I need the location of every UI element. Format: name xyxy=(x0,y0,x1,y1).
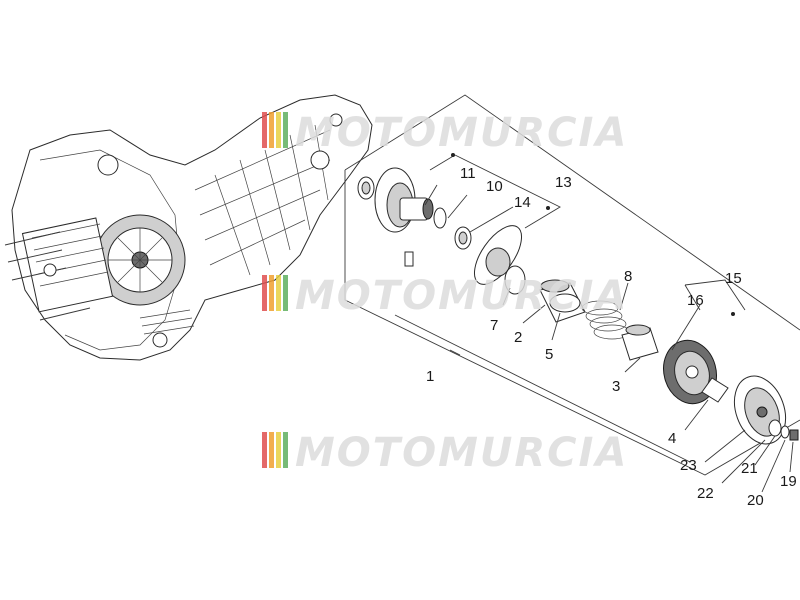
callout-labels: 1 2 3 4 5 7 8 10 11 13 14 15 16 19 20 21… xyxy=(426,165,797,509)
variator-parts xyxy=(357,167,799,445)
callout-3: 3 xyxy=(612,378,620,395)
crankcase xyxy=(4,94,373,361)
assembly-brackets xyxy=(344,94,800,476)
watermark-top: MOTOMURCIA xyxy=(262,110,628,156)
callout-5: 5 xyxy=(545,346,553,363)
callout-21: 21 xyxy=(741,460,758,477)
callout-20: 20 xyxy=(747,492,764,509)
callout-15: 15 xyxy=(725,270,742,287)
callout-7: 7 xyxy=(490,317,498,334)
callout-4: 4 xyxy=(668,430,676,447)
callout-1: 1 xyxy=(426,368,434,385)
callout-13: 13 xyxy=(555,174,572,191)
watermark-text: MOTOMURCIA xyxy=(295,273,628,319)
callout-11: 11 xyxy=(460,165,476,182)
leader-lines xyxy=(424,184,794,493)
watermark-text: MOTOMURCIA xyxy=(295,430,628,476)
callout-22: 22 xyxy=(697,485,714,502)
callout-19: 19 xyxy=(780,473,797,490)
callout-14: 14 xyxy=(514,194,531,211)
spring-8 xyxy=(581,300,631,340)
watermark-bottom: MOTOMURCIA xyxy=(262,430,628,476)
callout-23: 23 xyxy=(680,457,697,474)
watermark-text: MOTOMURCIA xyxy=(295,110,628,156)
callout-10: 10 xyxy=(486,178,503,195)
watermark-middle: MOTOMURCIA xyxy=(262,273,628,319)
callout-2: 2 xyxy=(514,329,522,346)
callout-8: 8 xyxy=(624,268,632,285)
callout-16: 16 xyxy=(687,292,704,309)
